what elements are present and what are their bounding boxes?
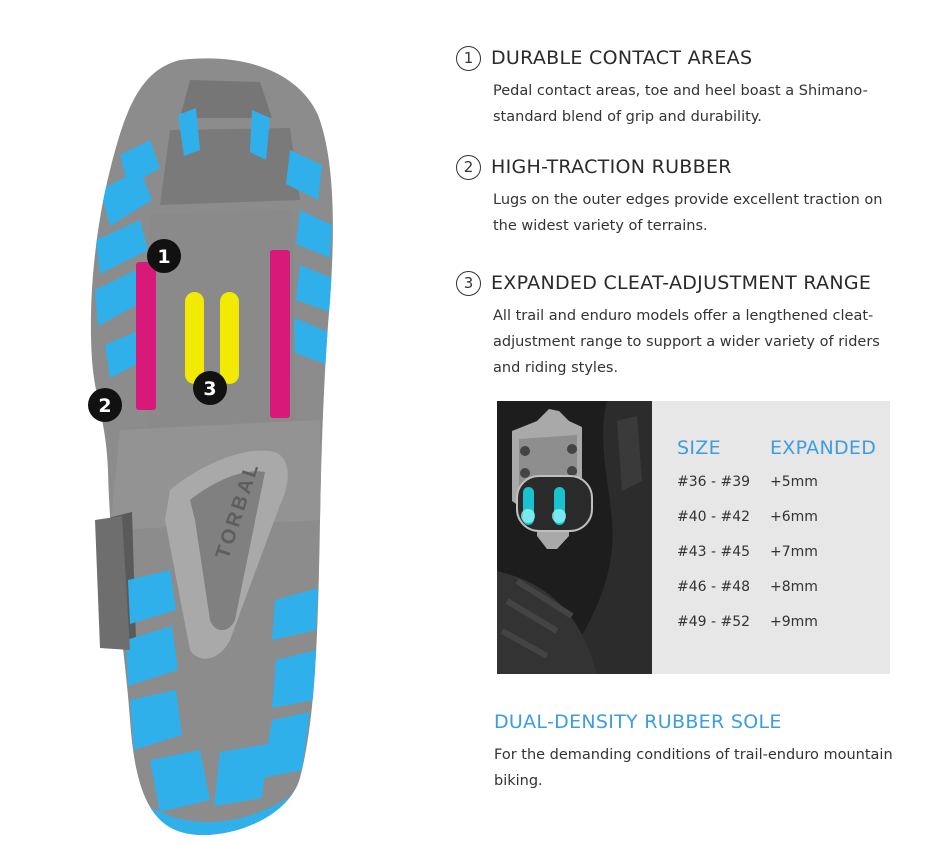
feature-title: HIGH-TRACTION RUBBER <box>491 156 732 178</box>
callout-2: 2 <box>88 388 122 422</box>
table-cell-size: #49 - #52 <box>677 614 751 630</box>
shoe-sole-illustration: TORBAL 1 2 3 <box>88 58 333 836</box>
feature-number-2: 2 <box>456 154 481 180</box>
contact-area-left <box>136 262 156 410</box>
table-cell-expanded: +5mm <box>770 474 818 490</box>
contact-area-right <box>270 250 290 418</box>
feature-number-3: 3 <box>456 270 481 296</box>
table-cell-size: #36 - #39 <box>677 474 751 490</box>
feature-description: All trail and enduro models offer a leng… <box>493 308 880 376</box>
column-header-size: SIZE <box>677 437 721 459</box>
table-cell-size: #40 - #42 <box>677 509 751 525</box>
cleat-photo <box>497 401 652 674</box>
callout-3: 3 <box>193 371 227 405</box>
table-cell-expanded: +8mm <box>770 579 818 595</box>
table-cell-size: #43 - #45 <box>677 544 751 560</box>
feature-number-1: 1 <box>456 45 481 71</box>
strap <box>95 516 130 650</box>
svg-text:3: 3 <box>203 378 216 400</box>
traction-lugs-forefoot <box>95 108 332 378</box>
dual-density-title: DUAL-DENSITY RUBBER SOLE <box>494 711 782 733</box>
column-header-expanded: EXPANDED <box>770 437 877 459</box>
table-cell-expanded: +7mm <box>770 544 818 560</box>
cleat-slot-left <box>185 292 204 384</box>
feature-description: Pedal contact areas, toe and heel boast … <box>493 83 868 125</box>
cleat-slot-right <box>220 292 239 384</box>
table-cell-expanded: +9mm <box>770 614 818 630</box>
feature-high-traction-rubber: 2 HIGH-TRACTION RUBBER Lugs on the outer… <box>456 153 896 239</box>
svg-text:1: 1 <box>157 246 170 268</box>
svg-text:2: 2 <box>98 395 111 417</box>
table-cell-size: #46 - #48 <box>677 579 751 595</box>
dual-density-description: For the demanding conditions of trail-en… <box>494 747 893 789</box>
cleat-range-panel: SIZE EXPANDED #36 - #39 +5mm #40 - #42 +… <box>497 401 890 674</box>
traction-lugs-heel <box>126 570 318 812</box>
feature-title: DURABLE CONTACT AREAS <box>491 47 753 69</box>
feature-expanded-cleat-adjustment: 3 EXPANDED CLEAT-ADJUSTMENT RANGE All tr… <box>456 269 896 381</box>
feature-description: Lugs on the outer edges provide excellen… <box>493 192 883 234</box>
table-cell-expanded: +6mm <box>770 509 818 525</box>
callout-1: 1 <box>147 239 181 273</box>
dual-density-section: DUAL-DENSITY RUBBER SOLE For the demandi… <box>494 711 914 794</box>
feature-durable-contact-areas: 1 DURABLE CONTACT AREAS Pedal contact ar… <box>456 44 896 130</box>
feature-title: EXPANDED CLEAT-ADJUSTMENT RANGE <box>491 272 872 294</box>
